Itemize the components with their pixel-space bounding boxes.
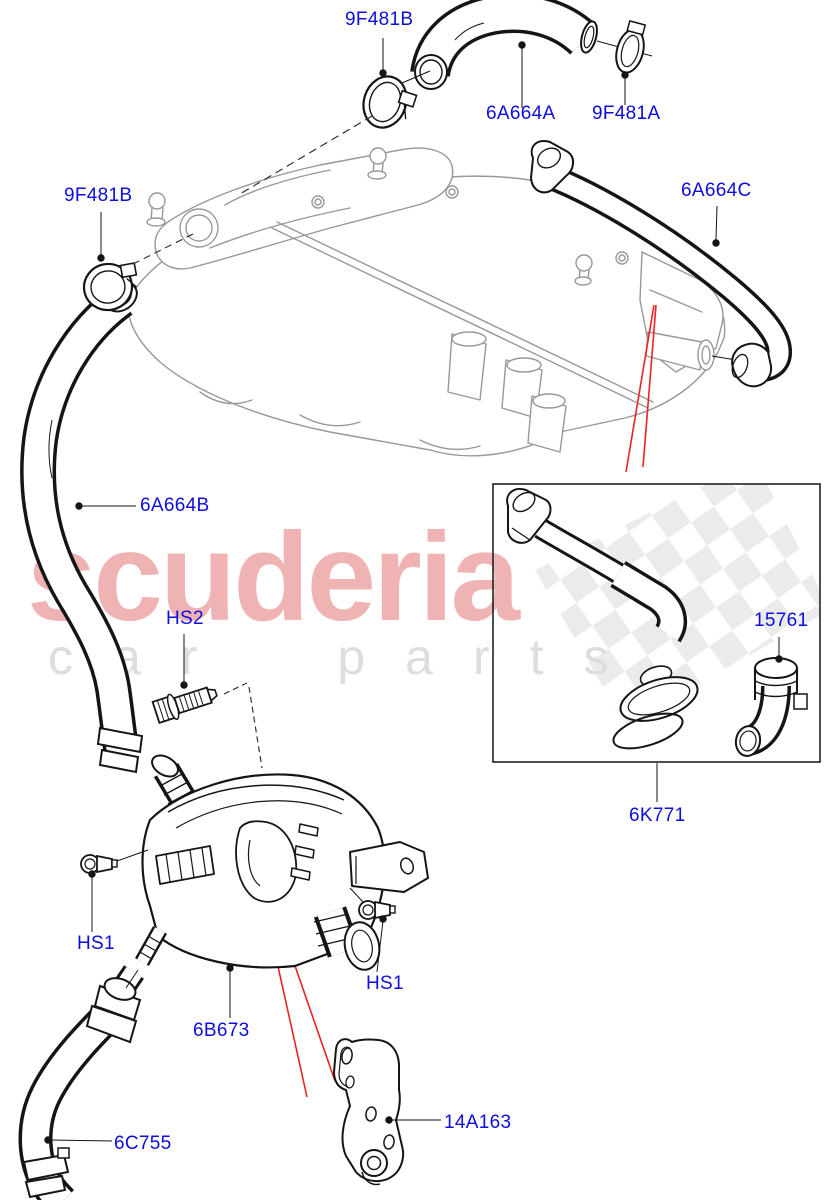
part-label-HS2: HS2 <box>166 608 204 629</box>
hose-6A664C-drawing <box>529 140 792 388</box>
hose-6A664A-drawing <box>410 0 598 90</box>
part-label-9F481B-left: 9F481B <box>64 185 133 206</box>
part-label-HS1-right: HS1 <box>366 973 404 994</box>
stud-HS2-drawing <box>151 686 218 724</box>
clamp-9F481B-top-drawing <box>362 75 418 129</box>
part-label-6A664A: 6A664A <box>486 103 556 124</box>
part-label-HS1-left: HS1 <box>77 933 115 954</box>
pipe-assembly-6K771-drawing <box>506 488 699 750</box>
clamp-9F481B-left-drawing <box>82 262 138 312</box>
label-leader-lines <box>44 38 783 1144</box>
part-label-9F481A: 9F481A <box>592 103 661 124</box>
bracket-14A163-drawing <box>332 1038 405 1186</box>
leader-line <box>349 887 364 903</box>
watermark: scuderia car parts <box>27 508 649 685</box>
watermark-brand-text: scuderia <box>27 508 522 647</box>
hose-6C755-drawing <box>18 969 142 1200</box>
part-label-6A664C: 6A664C <box>681 180 752 201</box>
part-label-6C755: 6C755 <box>114 1133 172 1154</box>
installation-dash-line <box>223 682 263 769</box>
part-label-6K771: 6K771 <box>629 805 686 826</box>
part-label-6A664B: 6A664B <box>140 495 210 516</box>
bolt-HS1-left-drawing <box>80 854 118 874</box>
bolt-HS1-right-drawing <box>358 900 396 920</box>
engine-assembly-drawing <box>127 147 726 457</box>
part-label-14A163: 14A163 <box>444 1112 512 1133</box>
oil-separator-6B673-drawing <box>104 754 429 1008</box>
part-label-9F481B-top: 9F481B <box>345 9 414 30</box>
leader-line <box>116 849 149 862</box>
watermark-tagline-text: car parts <box>48 629 649 685</box>
ball-stud-icon <box>146 147 593 286</box>
elbow-hose-15761-drawing <box>734 657 808 757</box>
clamp-9F481A-drawing <box>615 19 647 74</box>
part-label-6B673: 6B673 <box>193 1020 250 1041</box>
part-label-15761: 15761 <box>754 610 809 631</box>
inset-detail-box-border <box>492 483 821 763</box>
